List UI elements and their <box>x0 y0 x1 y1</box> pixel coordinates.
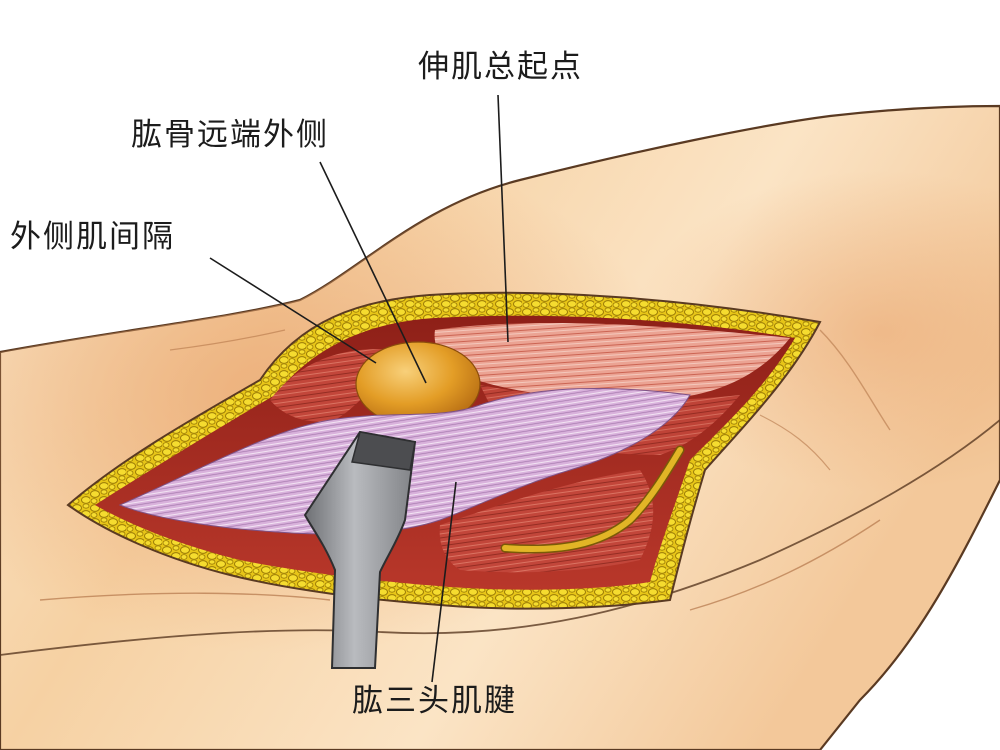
label-triceps-tendon: 肱三头肌腱 <box>352 683 517 719</box>
label-distal-lateral-humerus: 肱骨远端外侧 <box>131 117 329 153</box>
extensor-muscle <box>434 323 790 401</box>
label-lateral-intermuscular-septum: 外侧肌间隔 <box>10 219 175 255</box>
leader-lines <box>209 94 509 683</box>
retractor <box>303 430 417 669</box>
lower-muscle <box>439 470 654 573</box>
leader-line-extensor-origin <box>497 94 509 343</box>
leader-line-distal-humerus <box>319 161 427 384</box>
leader-line-triceps-tendon <box>431 481 457 683</box>
leader-line-intermuscular-septum <box>209 257 377 364</box>
label-extensor-origin: 伸肌总起点 <box>418 49 583 85</box>
